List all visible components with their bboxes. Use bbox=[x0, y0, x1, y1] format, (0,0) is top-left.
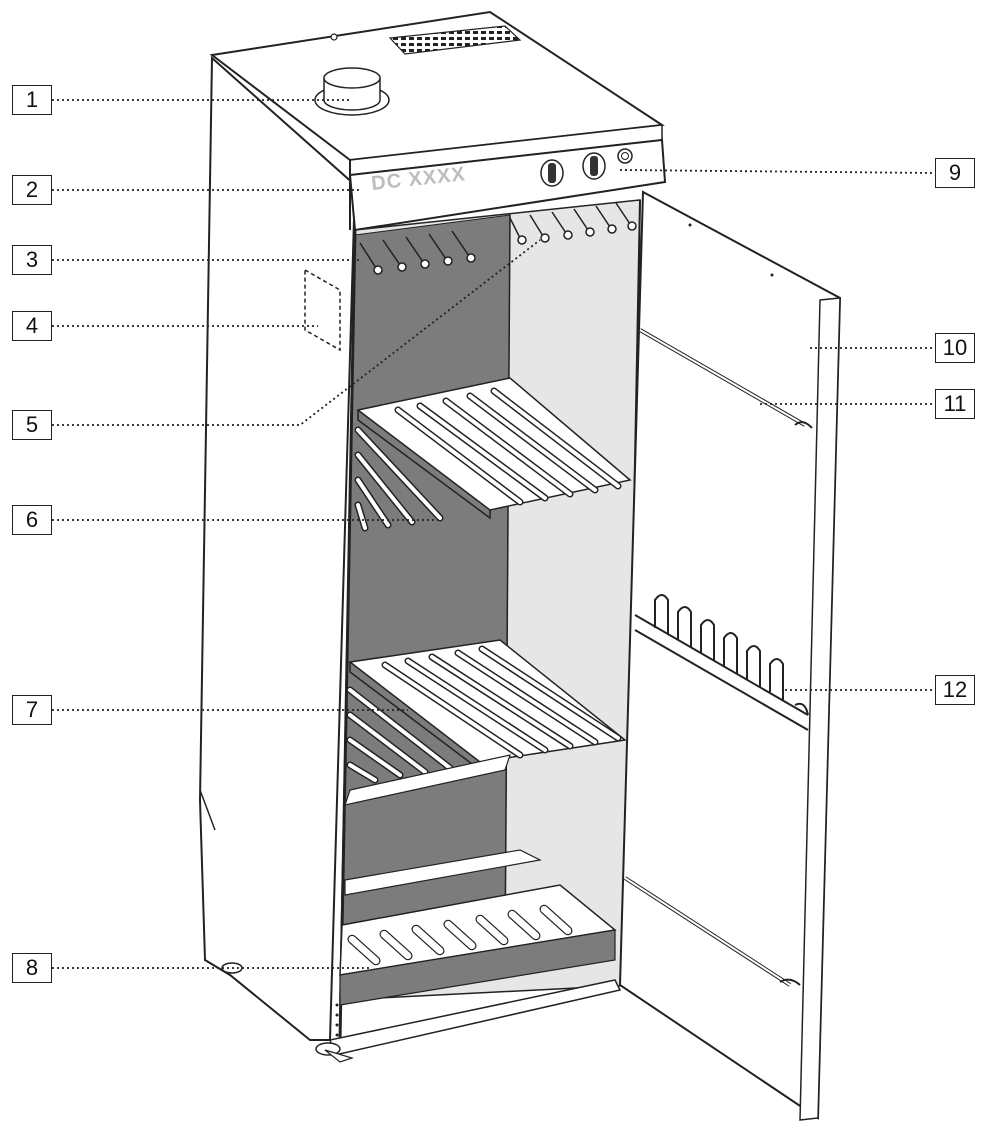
callout-number: 5 bbox=[25, 412, 39, 437]
callout-9: 9 bbox=[935, 158, 975, 188]
bottom-drip-tray bbox=[339, 849, 617, 1006]
callout-number: 3 bbox=[25, 247, 39, 272]
callout-4: 4 bbox=[12, 311, 52, 341]
lower-boot-shelf bbox=[344, 639, 627, 806]
callout-5: 5 bbox=[12, 410, 52, 440]
callout-1: 1 bbox=[12, 85, 52, 115]
control-knob-right bbox=[582, 152, 606, 180]
callout-leader-lines bbox=[52, 99, 936, 969]
cabinet-foot bbox=[315, 1042, 341, 1056]
middle-boot-shelf bbox=[354, 377, 632, 532]
air-outlet-pipe bbox=[314, 67, 390, 116]
callout-10: 10 bbox=[935, 333, 975, 363]
door-rail-upper bbox=[639, 328, 813, 429]
door-glove-hooks bbox=[634, 594, 809, 731]
callout-number: 1 bbox=[25, 87, 39, 112]
callout-number: 6 bbox=[25, 507, 39, 532]
callout-number: 8 bbox=[25, 955, 39, 980]
callout-number: 10 bbox=[942, 335, 968, 360]
indicator-lamp bbox=[617, 148, 633, 164]
callout-2: 2 bbox=[12, 175, 52, 205]
callout-11: 11 bbox=[935, 389, 975, 419]
control-knob-left bbox=[540, 159, 564, 187]
callout-8: 8 bbox=[12, 953, 52, 983]
door-rail-lower bbox=[623, 876, 801, 987]
top-boot-hangers bbox=[359, 202, 637, 275]
callout-12: 12 bbox=[935, 675, 975, 705]
callout-7: 7 bbox=[12, 695, 52, 725]
cabinet-left-side bbox=[198, 55, 357, 1041]
callout-number: 2 bbox=[25, 177, 39, 202]
callout-number: 4 bbox=[25, 313, 39, 338]
top-vent-grille bbox=[388, 25, 522, 55]
callout-3: 3 bbox=[12, 245, 52, 275]
hidden-heater-outline bbox=[304, 268, 341, 352]
callout-number: 12 bbox=[942, 677, 968, 702]
callout-number: 9 bbox=[948, 160, 962, 185]
callout-number: 11 bbox=[943, 391, 967, 416]
callout-number: 7 bbox=[25, 697, 39, 722]
callout-6: 6 bbox=[12, 505, 52, 535]
